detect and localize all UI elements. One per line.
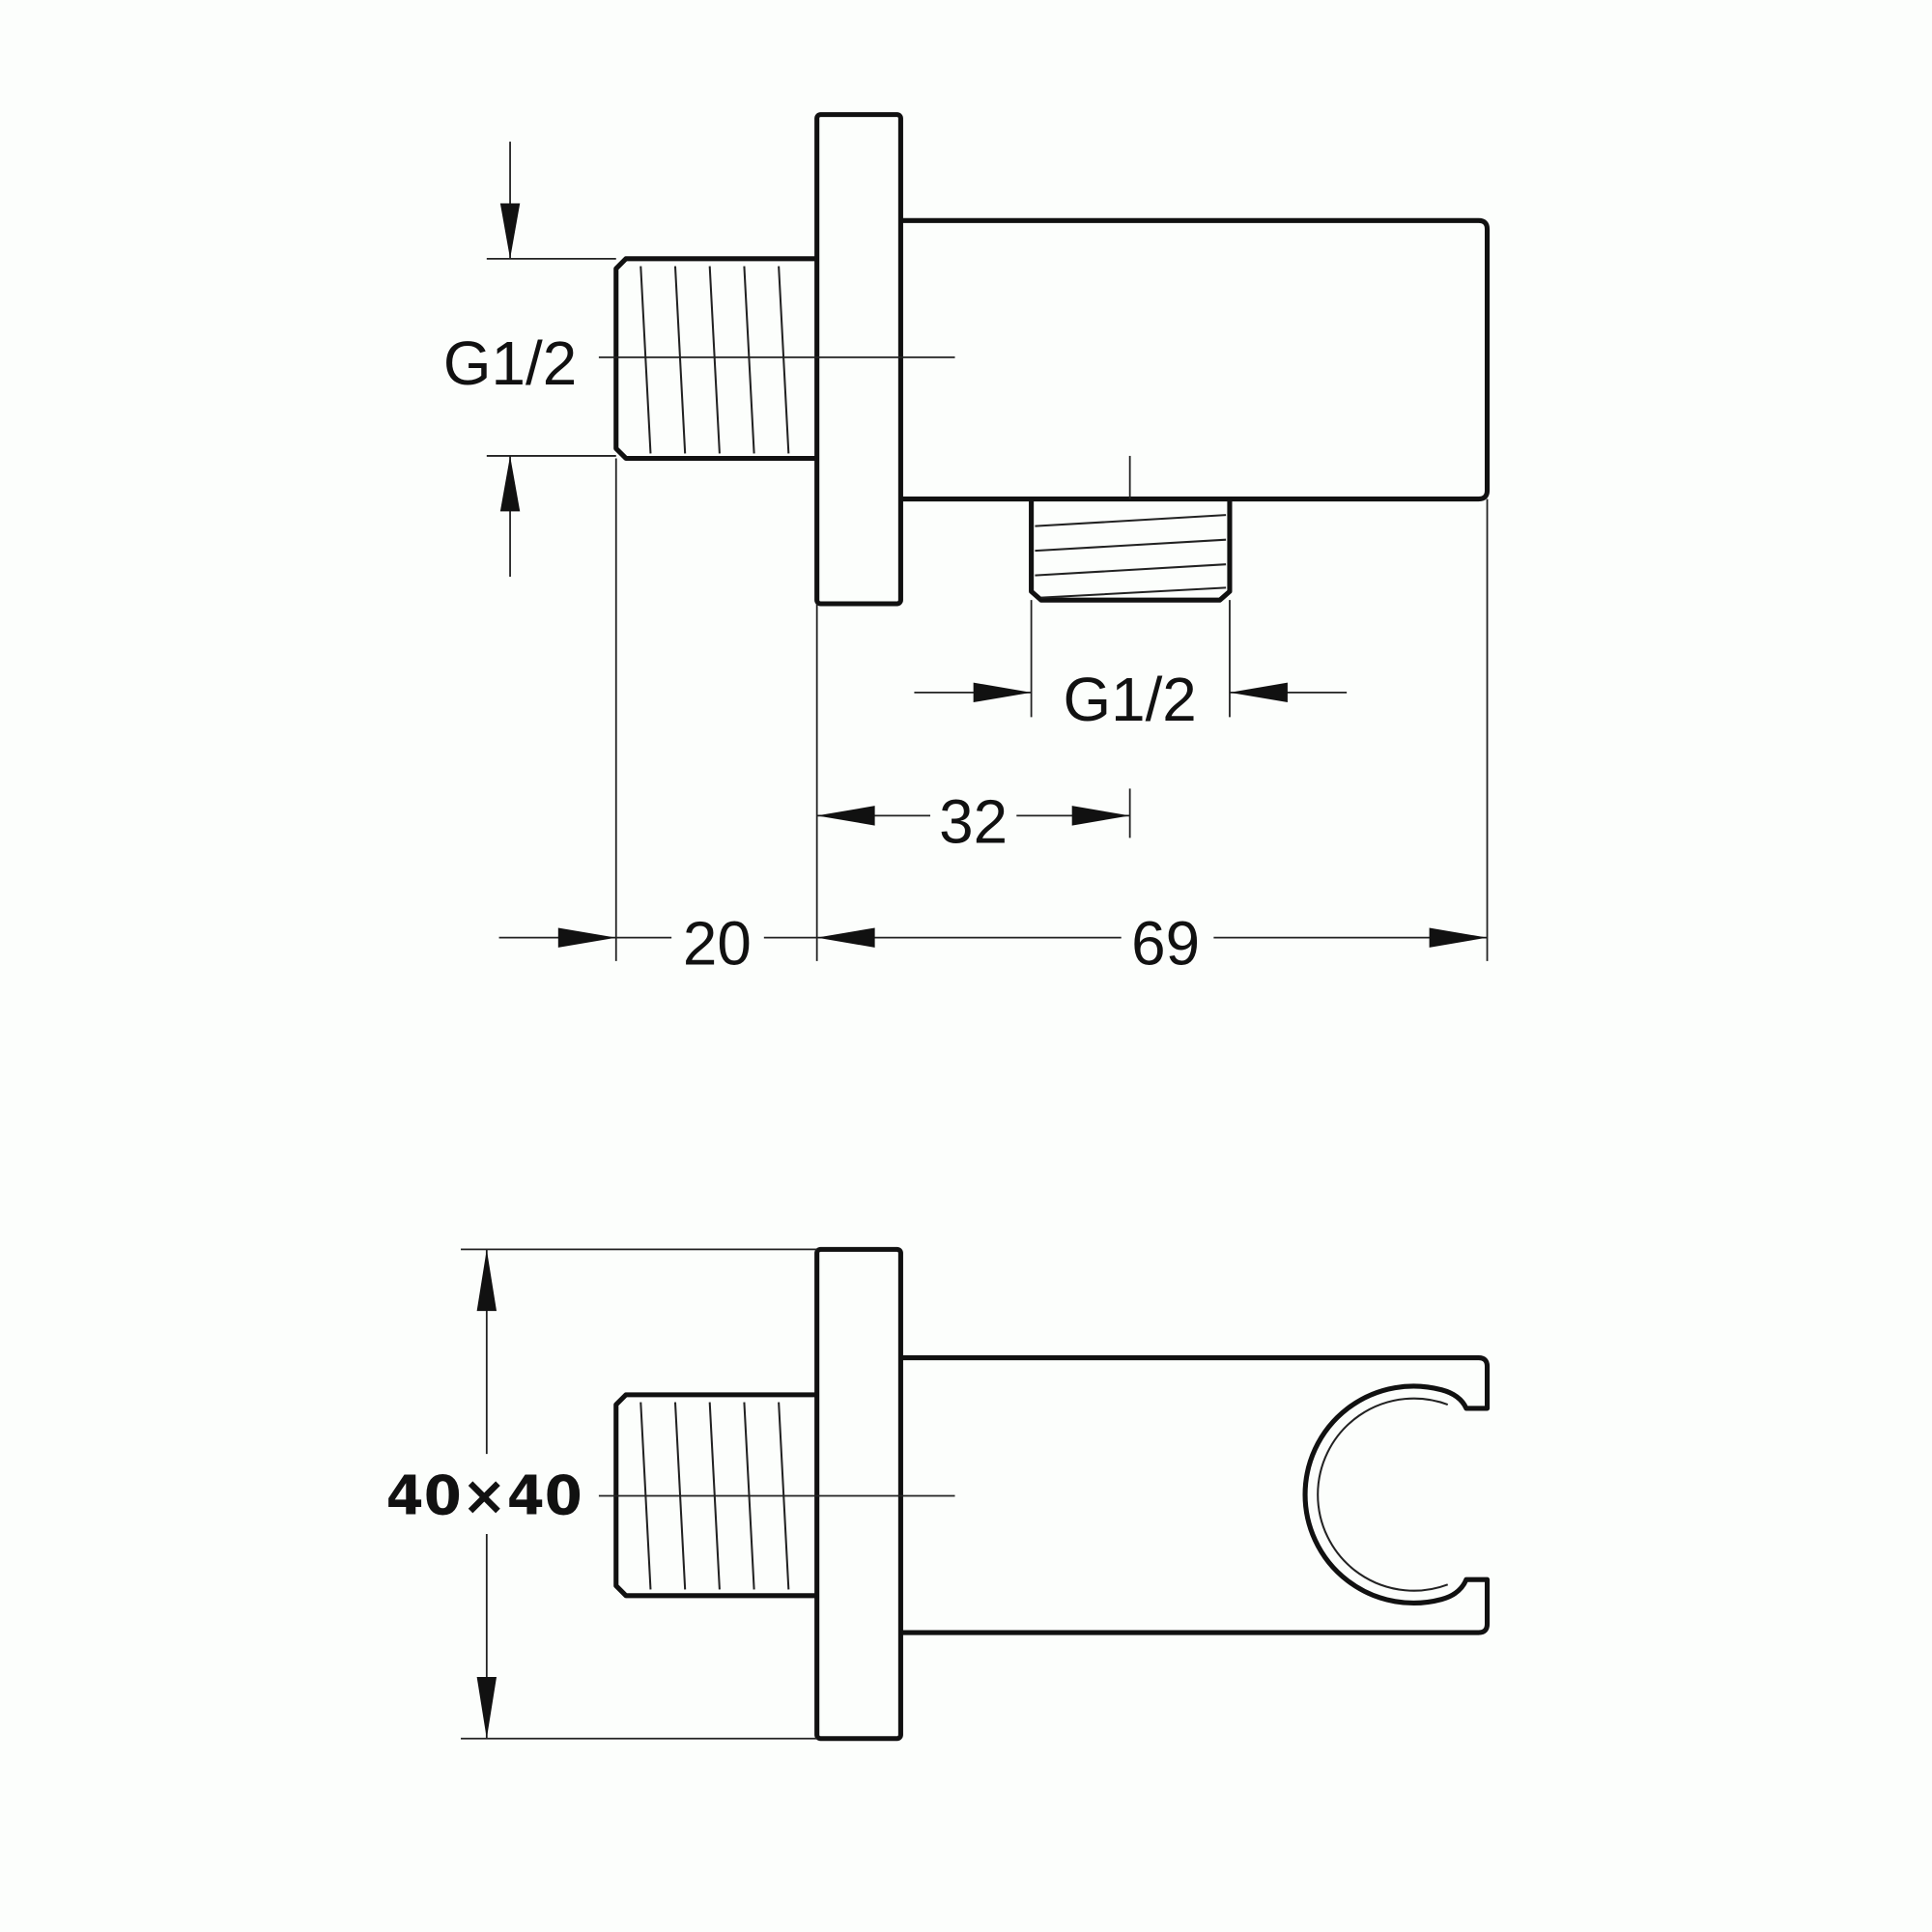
arrow-up <box>499 455 521 512</box>
outlet-thread-lines <box>1035 514 1227 599</box>
arrow-right <box>1071 806 1130 826</box>
offset-label: 32 <box>939 786 1008 856</box>
arrow-left <box>1229 682 1288 703</box>
arrow-down <box>499 203 521 259</box>
arrow-right <box>1429 927 1488 948</box>
plate-dimension-lines <box>461 1248 817 1740</box>
wall-plate-side <box>814 112 903 607</box>
arrow-left <box>816 806 875 826</box>
inlet-thread-label: G1/2 <box>443 328 577 398</box>
arrow-down <box>476 1676 497 1739</box>
length-dimension-lines <box>498 458 1489 961</box>
arrow-up <box>476 1249 497 1312</box>
arrow-left <box>816 927 875 948</box>
body-side <box>900 217 1491 502</box>
wall-plate-front <box>814 1246 903 1742</box>
holder-body <box>900 1355 1491 1635</box>
inlet-dimension-lines <box>486 141 616 577</box>
offset-dimension-lines <box>815 604 1131 961</box>
outlet-thread-label: G1/2 <box>1064 665 1197 734</box>
plate-size-label: 40×40 <box>386 1465 582 1528</box>
holder-hook-inner <box>1317 1397 1449 1592</box>
arrow-right <box>973 682 1032 703</box>
outlet-thread <box>1029 498 1233 603</box>
arrow-right <box>557 927 616 948</box>
body-length-label: 69 <box>1131 909 1200 979</box>
outlet-dimension-lines <box>914 600 1348 718</box>
side-view: G1/2 G1/2 32 20 69 <box>443 112 1491 979</box>
inlet-length-label: 20 <box>683 909 752 979</box>
inlet-thread-side <box>613 256 817 462</box>
inlet-thread-lines <box>639 266 790 454</box>
front-view: 40×40 <box>386 1246 1491 1742</box>
